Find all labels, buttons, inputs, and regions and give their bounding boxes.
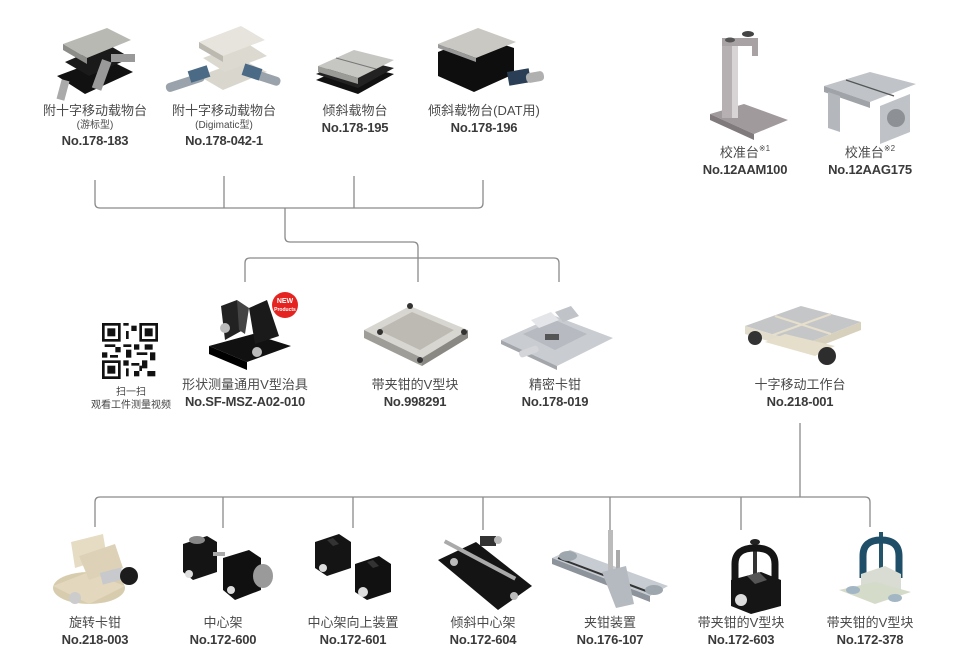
product-code: No.218-003 <box>61 632 129 647</box>
product-name: 中心架 <box>203 615 243 630</box>
product-name: 带夹钳的V型块 <box>371 377 459 392</box>
product-name: 中心架向上装置 <box>307 615 399 630</box>
product-swivel-vise[interactable]: 旋转卡钳 No.218-003 <box>40 528 150 649</box>
product-v-block-clamp[interactable]: 带夹钳的V型块 No.998291 <box>350 290 480 411</box>
v-block-clamp-icon <box>360 290 470 376</box>
product-code: No.172-378 <box>836 632 904 647</box>
tilting-stage-dat-icon <box>424 14 545 102</box>
product-name: 精密卡钳 <box>528 377 581 392</box>
product-center-support[interactable]: 中心架 No.172-600 <box>168 528 278 649</box>
product-subtype: (Digimatic型) <box>195 120 253 131</box>
product-center-support-riser[interactable]: 中心架向上装置 No.172-601 <box>298 528 408 649</box>
product-calibration-stand[interactable]: 校准台※1 No.12AAM100 <box>690 20 800 179</box>
product-code: No.172-601 <box>319 632 387 647</box>
product-name: 带夹钳的V型块 <box>697 615 785 630</box>
product-calibration-table[interactable]: 校准台※2 No.12AAG175 <box>815 20 925 179</box>
product-xy-table[interactable]: 十字移动工作台 No.218-001 <box>730 290 870 411</box>
product-code: No.178-183 <box>61 133 129 148</box>
center-support-icon <box>173 528 273 614</box>
product-v-block-clamp-black[interactable]: 带夹钳的V型块 No.172-603 <box>686 528 796 649</box>
product-xy-stage-digimatic[interactable]: 附十字移动载物台 (Digimatic型) No.178-042-1 <box>159 14 289 150</box>
product-code: No.178-042-1 <box>185 133 263 148</box>
product-name: 倾斜中心架 <box>450 615 516 630</box>
qr-code-icon[interactable] <box>102 323 158 379</box>
product-name: 附十字移动载物台 <box>42 103 147 118</box>
product-code: No.172-603 <box>707 632 775 647</box>
product-code: No.172-604 <box>449 632 517 647</box>
product-code: No.178-195 <box>321 120 389 135</box>
product-code: No.998291 <box>383 394 447 409</box>
tilting-center-support-icon <box>428 528 538 614</box>
product-name: 倾斜载物台 <box>322 103 388 118</box>
middle-group-bracket <box>244 257 560 282</box>
product-name: 校准台※1 <box>719 144 771 160</box>
product-code: No.172-600 <box>189 632 257 647</box>
v-block-clamp-black-icon <box>701 528 781 614</box>
clamp-device-icon <box>550 528 670 614</box>
product-code: No.12AAM100 <box>702 162 788 177</box>
product-name: 附十字移动载物台 <box>171 103 276 118</box>
product-v-block-clamp-blue[interactable]: 带夹钳的V型块 No.172-378 <box>815 528 925 649</box>
product-code: No.12AAG175 <box>828 162 912 177</box>
center-support-riser-icon <box>303 528 403 614</box>
product-name: 夹钳装置 <box>583 615 636 630</box>
qr-caption-line2: 观看工件测量视频 <box>91 400 171 411</box>
product-name: 校准台※2 <box>844 144 896 160</box>
precision-vise-icon <box>495 290 615 376</box>
product-name: 十字移动工作台 <box>754 377 846 392</box>
calibration-stand-icon <box>700 20 790 144</box>
product-code: No.178-019 <box>521 394 589 409</box>
top-to-middle-link <box>284 208 419 282</box>
qr-caption: 扫一扫 观看工件测量视频 <box>82 386 180 412</box>
product-name: 旋转卡钳 <box>68 615 121 630</box>
swivel-vise-icon <box>45 528 145 614</box>
product-xy-stage-vernier[interactable]: 附十字移动载物台 (游标型) No.178-183 <box>30 14 160 150</box>
product-name: 带夹钳的V型块 <box>826 615 914 630</box>
product-clamp-device[interactable]: 夹钳装置 No.176-107 <box>550 528 670 649</box>
product-tilting-stage-dat[interactable]: 倾斜载物台(DAT用) No.178-196 <box>414 14 554 137</box>
footnote-mark: ※1 <box>758 144 771 153</box>
product-code: No.218-001 <box>766 394 834 409</box>
qr-caption-line1: 扫一扫 <box>116 387 146 398</box>
top-group-bracket <box>94 180 484 209</box>
product-name: 形状测量通用V型治具 <box>182 377 308 392</box>
footnote-mark: ※2 <box>883 144 896 153</box>
product-code: No.SF-MSZ-A02-010 <box>184 394 306 409</box>
xy-stage-digimatic-icon <box>159 14 289 102</box>
xy-table-icon <box>735 290 865 376</box>
product-tilting-center-support[interactable]: 倾斜中心架 No.172-604 <box>428 528 538 649</box>
product-tilting-stage[interactable]: 倾斜载物台 No.178-195 <box>300 14 410 137</box>
product-precision-vise[interactable]: 精密卡钳 No.178-019 <box>490 290 620 411</box>
product-subtype: (游标型) <box>76 120 114 131</box>
product-name: 倾斜载物台(DAT用) <box>428 103 540 118</box>
xy-stage-vernier-icon <box>45 14 145 102</box>
product-code: No.176-107 <box>576 632 644 647</box>
tilting-stage-icon <box>310 14 400 102</box>
v-block-clamp-blue-icon <box>825 528 915 614</box>
calibration-table-icon <box>820 20 920 144</box>
product-code: No.178-196 <box>450 120 518 135</box>
